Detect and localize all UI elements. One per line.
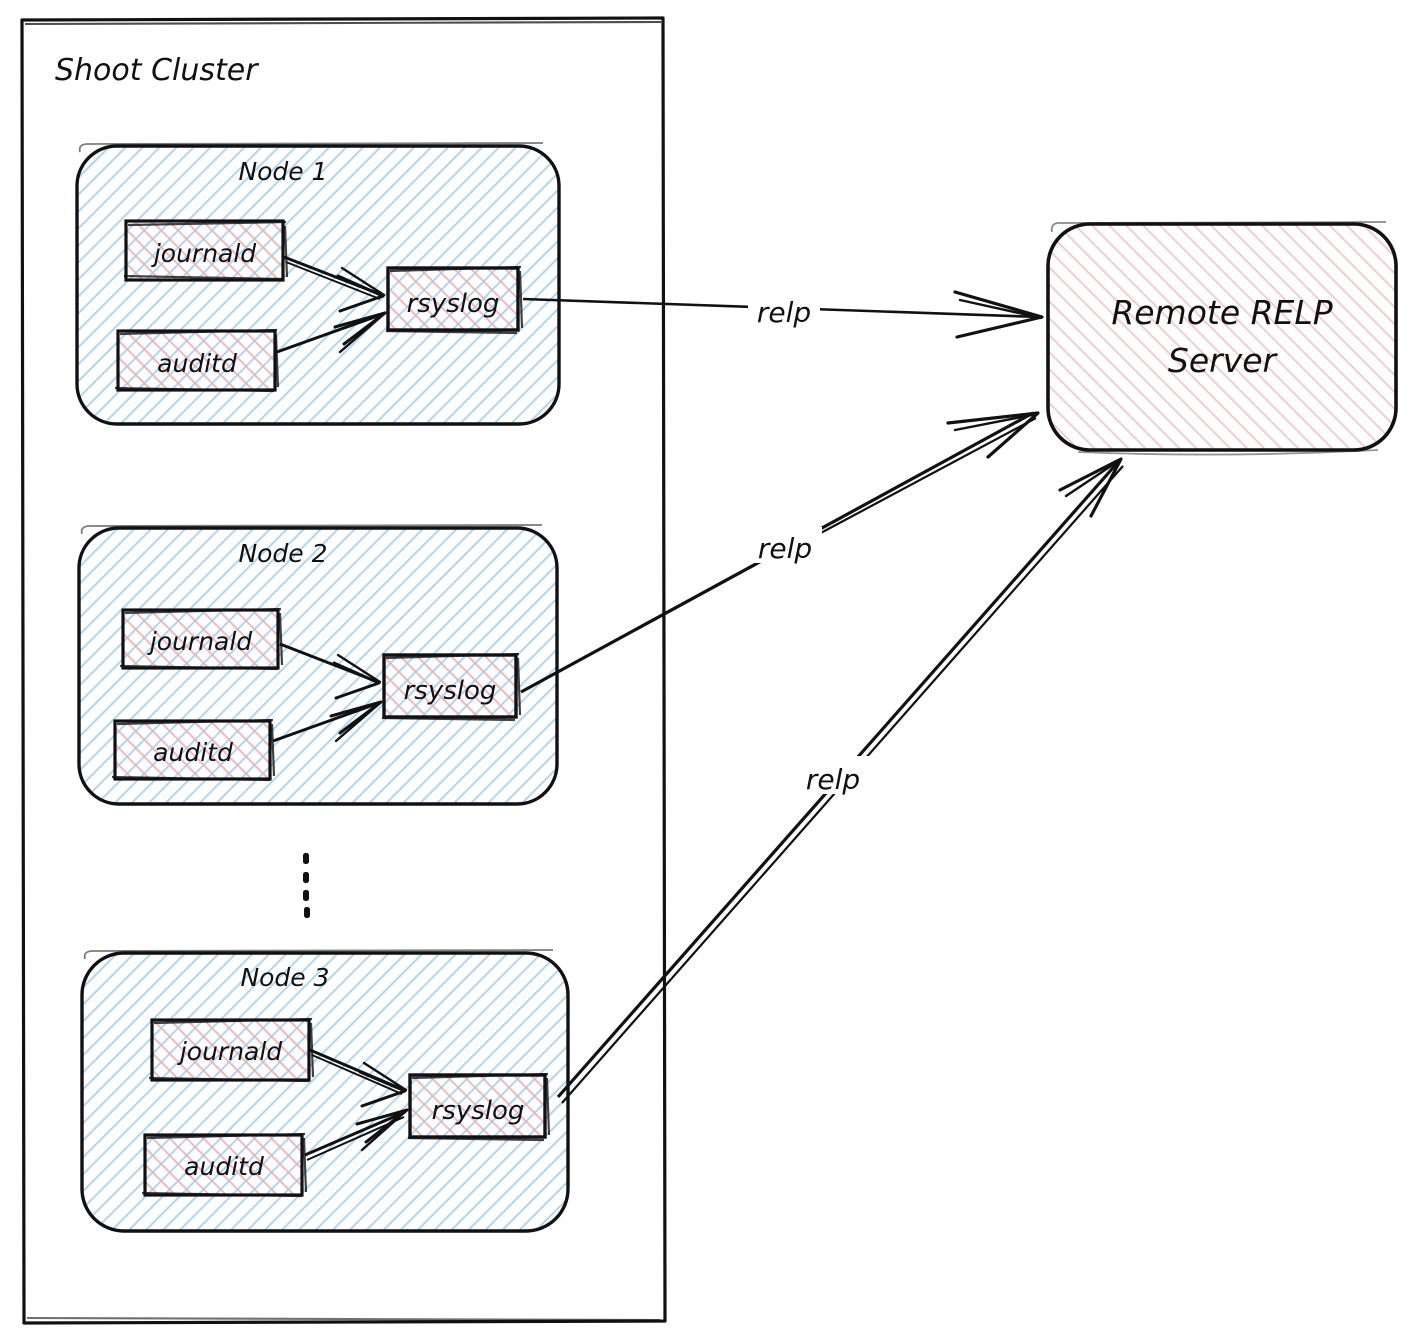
node-3-rsyslog-sketch [407,1072,551,1142]
remote-relp-server-sketch-stroke-bottom [1077,449,1379,456]
shoot-cluster-sketch-stroke-bottom [26,1316,661,1322]
node-1-auditd-sketch [114,328,280,393]
node-1-sketch-stroke [78,142,544,153]
node-2-journald-sketch [119,607,284,671]
node-1-arrow-journald-to-rsyslog [283,255,386,313]
node-3-rsyslog-rect [408,1073,547,1139]
remote-relp-server-rect [1046,222,1398,452]
node-3-rsyslog-box: rsyslog [407,1072,551,1142]
arrow-line [304,1110,406,1157]
node-3-journald-box: journald [148,1017,315,1083]
ellipsis-dot [303,890,309,901]
ellipsis-dot [303,872,309,883]
arrow-line [272,701,380,743]
relp-line-2-sketch [816,417,1037,536]
remote-relp-server-box: Remote RELP Server [1046,221,1398,456]
ellipsis-dot [304,907,310,918]
node-3-arrow-journald-to-rsyslog [309,1048,408,1108]
shoot-cluster-sketch-stroke-top [24,20,662,26]
arrow-line-sketch [285,261,381,300]
arrow-head-sketch [336,653,382,684]
arrow-head [336,274,385,313]
node-2-journald-box: journald [119,607,284,671]
arrow-head-sketch [360,1109,408,1152]
arrow-head [358,1070,407,1108]
arrow-head [329,700,383,735]
node-2-sketch-stroke [80,524,543,535]
node-2-rsyslog-label: rsyslog [404,676,497,706]
node-1-auditd-label: auditd [157,349,237,378]
node-1-journald-sketch [123,220,289,281]
node-1-auditd-box: auditd [114,328,280,393]
relp-arrowhead-1 [953,290,1044,339]
node-2-group: Node 2 journald auditd rsyslog [77,524,559,806]
relp-arrowhead-2-sketch [953,412,1039,432]
relp-arrowhead-1-sketch [958,298,1043,320]
connection-node2-to-server: relp [520,411,1040,694]
node-3-arrow-auditd-to-rsyslog [304,1108,409,1161]
shoot-cluster-label: Shoot Cluster [55,53,259,88]
relp-label-2-backdrop [748,527,822,563]
ellipsis-dot [303,853,309,864]
node-1-rsyslog-sketch [385,265,524,335]
node-2-journald-label: journald [147,627,252,656]
node-1-journald-box: journald [123,219,289,282]
connection-node1-to-server: relp [522,290,1044,339]
node-3-group: Node 3 journald auditd rsyslog [80,949,570,1233]
node-2-auditd-sketch [111,718,276,782]
relp-label-1: relp [757,296,811,329]
node-2-rsyslog-box: rsyslog [381,652,522,722]
relp-arrowhead-3 [1058,457,1123,518]
node-2-arrow-auditd-to-rsyslog [272,700,383,743]
node-3-sketch-stroke [83,949,554,960]
relp-arrowhead-3-sketch [1064,458,1122,498]
relp-label-3-backdrop [795,756,873,794]
arrow-head [333,311,387,346]
node-2-auditd-label: auditd [153,738,233,767]
remote-relp-server-label-line1: Remote RELP [1111,293,1332,332]
node-2-label: Node 2 [238,539,327,568]
arrow-head-sketch [340,266,386,297]
node-1-group: Node 1 journald auditd rsyslog [75,142,561,426]
node-1-rsyslog-box: rsyslog [385,265,524,335]
node-2-arrow-journald-to-rsyslog [279,642,382,700]
node-2-journald-rect [121,608,280,670]
remote-relp-server-sketch-stroke [1050,221,1387,233]
arrow-line-sketch [311,1054,403,1095]
arrow-head-sketch [334,701,382,743]
node-2-rsyslog-sketch [381,652,522,722]
node-3-auditd-sketch [141,1132,308,1198]
relp-arrowhead-2 [946,411,1040,459]
relp-label-2: relp [758,532,812,565]
node-1-label: Node 1 [238,157,327,186]
connection-node3-to-server: relp [556,457,1124,1104]
remote-relp-server-label-line2: Server [1168,341,1279,380]
relp-label-1-backdrop [748,291,820,325]
relp-label-3: relp [806,763,860,796]
node-3-label: Node 3 [240,963,329,992]
node-3-auditd-box: auditd [141,1132,308,1198]
node-3-journald-label: journald [177,1037,282,1066]
arrow-line [276,312,384,354]
arrow-head [332,661,381,700]
node-1-rsyslog-label: rsyslog [407,289,500,319]
arrow-head [355,1108,409,1144]
node-3-auditd-label: auditd [184,1152,264,1181]
arrow-head-sketch [362,1061,408,1092]
node-1-journald-rect [124,219,285,282]
node-3-rsyslog-label: rsyslog [432,1096,525,1126]
node-1-arrow-auditd-to-rsyslog [276,311,387,354]
vertical-ellipsis-icon [303,853,310,918]
node-1-journald-label: journald [151,239,256,268]
node-2-auditd-box: auditd [111,718,276,782]
arrow-head-sketch [338,312,386,354]
